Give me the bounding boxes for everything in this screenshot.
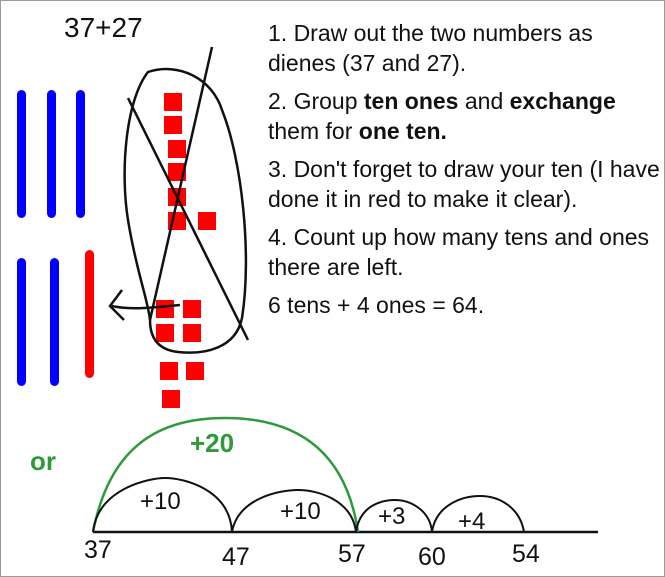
one-cube <box>160 362 178 380</box>
ten-rod <box>47 90 56 218</box>
tick-label: 60 <box>418 543 446 571</box>
one-cube <box>183 324 201 342</box>
one-cube <box>183 300 201 318</box>
one-cube <box>156 324 174 342</box>
result-line: 6 tens + 4 ones = 64. <box>268 292 485 318</box>
one-cube <box>156 300 174 318</box>
big-jump-arc <box>91 416 360 533</box>
instructions: 1. Draw out the two numbers as dienes (3… <box>268 18 663 320</box>
grouping-loop <box>123 67 248 354</box>
arrow-head-icon <box>108 289 125 321</box>
jump-arc <box>231 488 357 533</box>
one-cube <box>168 140 186 158</box>
big-jump-label: +20 <box>190 428 235 458</box>
tick-label: 54 <box>512 540 540 568</box>
ten-rod <box>50 258 59 386</box>
tick-label: 37 <box>84 536 112 564</box>
step: 3. Don't forget to draw your ten (I have… <box>268 156 660 212</box>
ten-rod <box>17 258 26 386</box>
one-cube <box>164 93 182 111</box>
jump-label: +10 <box>140 488 181 515</box>
jump-arc <box>355 498 433 533</box>
jump-label: +3 <box>378 503 406 530</box>
one-cube <box>198 212 216 230</box>
step: 1. Draw out the two numbers as dienes (3… <box>268 20 593 76</box>
cross-out-stroke <box>126 97 250 341</box>
jump-arc <box>92 476 233 533</box>
one-cube <box>162 390 180 408</box>
step: 2. Group ten ones and exchange them for … <box>268 88 616 144</box>
exchanged-ten-rod <box>85 250 94 378</box>
step: 4. Count up how many tens and ones there… <box>268 224 650 280</box>
tick-label: 47 <box>222 543 250 571</box>
one-cube <box>186 362 204 380</box>
ten-rod <box>76 90 85 218</box>
jump-arc <box>431 494 525 533</box>
ten-rod <box>17 90 26 218</box>
tick-label: 57 <box>338 540 366 568</box>
one-cube <box>164 116 182 134</box>
sum-title: 37+27 <box>64 12 143 43</box>
exchange-arrow <box>111 303 181 310</box>
jump-label: +10 <box>280 498 321 525</box>
cross-out-stroke <box>148 46 214 321</box>
jump-label: +4 <box>458 508 486 535</box>
or-label: or <box>30 446 56 476</box>
